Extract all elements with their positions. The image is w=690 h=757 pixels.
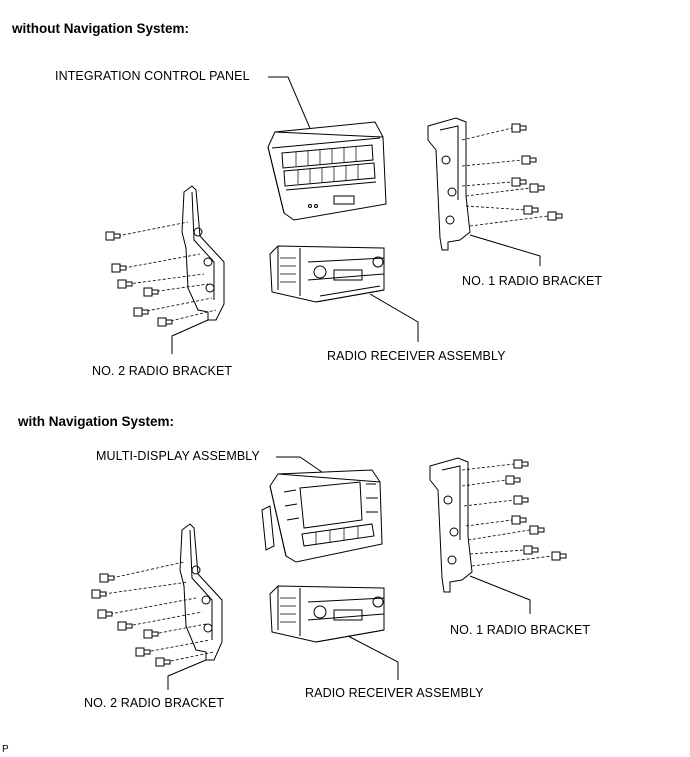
label-no2-radio-bracket-bottom: NO. 2 RADIO BRACKET: [84, 696, 225, 710]
leader-integration-control-panel: [268, 76, 313, 134]
leader-no2-bracket-bottom: [167, 659, 207, 690]
bolts-right-top: [461, 123, 563, 227]
no1-radio-bracket-bottom: [429, 457, 473, 593]
integration-control-panel: [267, 121, 387, 221]
bolts-left-top: [105, 221, 217, 327]
no2-radio-bracket-bottom: [179, 523, 223, 661]
leader-radio-receiver-top: [369, 293, 419, 342]
leader-no1-bracket-top: [469, 234, 541, 266]
leader-no2-bracket-top: [171, 319, 209, 354]
no1-radio-bracket-top: [427, 117, 471, 251]
leader-radio-receiver-bottom: [347, 635, 399, 680]
radio-receiver-assembly-top: [269, 245, 385, 303]
label-multi-display-assembly: MULTI-DISPLAY ASSEMBLY: [96, 449, 260, 463]
label-radio-receiver-top: RADIO RECEIVER ASSEMBLY: [327, 349, 506, 363]
label-no2-radio-bracket-top: NO. 2 RADIO BRACKET: [92, 364, 233, 378]
label-no1-radio-bracket-top: NO. 1 RADIO BRACKET: [462, 274, 603, 288]
radio-receiver-assembly-bottom: [269, 585, 385, 643]
bolts-right-bottom: [461, 459, 567, 567]
leader-no1-bracket-bottom: [469, 575, 531, 614]
section-heading-with-nav: with Navigation System:: [18, 414, 175, 429]
bolts-left-bottom: [91, 561, 215, 667]
label-integration-control-panel: INTEGRATION CONTROL PANEL: [55, 69, 250, 83]
label-no1-radio-bracket-bottom: NO. 1 RADIO BRACKET: [450, 623, 591, 637]
section-heading-without-nav: without Navigation System:: [12, 21, 190, 36]
label-radio-receiver-bottom: RADIO RECEIVER ASSEMBLY: [305, 686, 484, 700]
figure-id: P: [2, 744, 9, 755]
leader-multi-display: [276, 456, 323, 473]
multi-display-assembly: [261, 469, 383, 563]
